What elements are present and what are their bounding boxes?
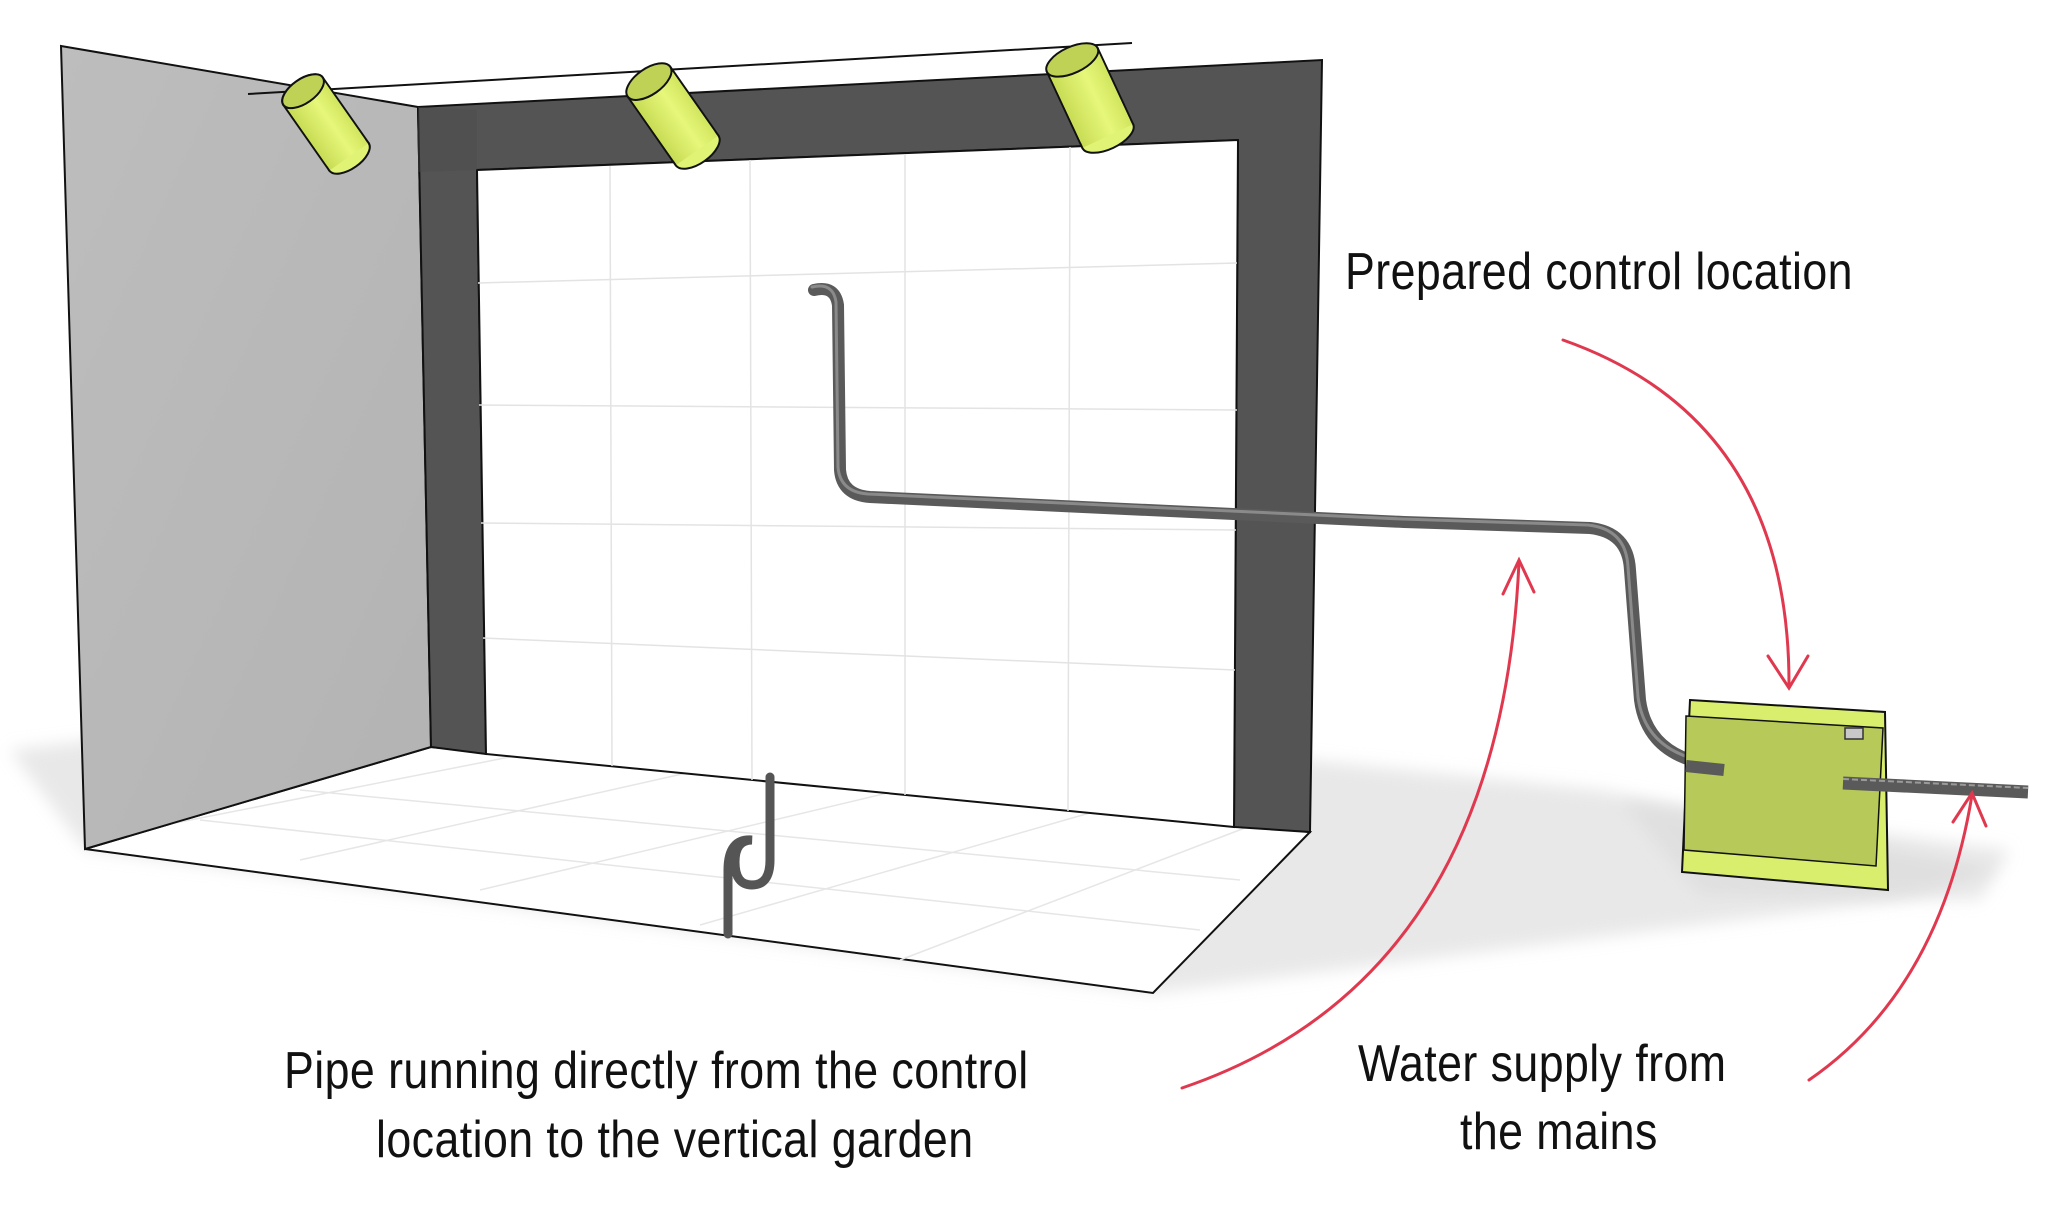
- arrow-control-location: [1561, 338, 1791, 688]
- lamp-3: [1045, 42, 1135, 154]
- left-wall: [59, 44, 433, 851]
- label-water-line1: Water supply from: [1358, 1035, 1727, 1093]
- label-water-line2: the mains: [1460, 1103, 1658, 1161]
- floor: [84, 745, 1313, 995]
- drain-pipe: [723, 772, 775, 939]
- box-indicator: [1844, 727, 1864, 740]
- box-inlet-pipe: [1685, 760, 1725, 776]
- lamp-1: [281, 73, 371, 175]
- arrow-water-supply-head: [1951, 789, 1988, 828]
- label-pipe-line2: location to the vertical garden: [376, 1111, 974, 1169]
- light-track: [247, 42, 1133, 95]
- mains-pipe: [1842, 776, 2029, 799]
- arrow-pipe: [1180, 560, 1521, 1090]
- label-control-location: Prepared control location: [1345, 243, 1853, 301]
- panel-grid: [477, 146, 1238, 812]
- label-pipe-line1: Pipe running directly from the control: [284, 1042, 1029, 1100]
- garden-panel: [475, 138, 1240, 829]
- control-box: [1680, 698, 1890, 892]
- frame: [416, 58, 1324, 834]
- arrow-water-supply: [1807, 793, 1974, 1082]
- lamp-2: [625, 62, 721, 170]
- arrow-pipe-head: [1501, 556, 1536, 596]
- arrow-control-location-head: [1766, 654, 1810, 691]
